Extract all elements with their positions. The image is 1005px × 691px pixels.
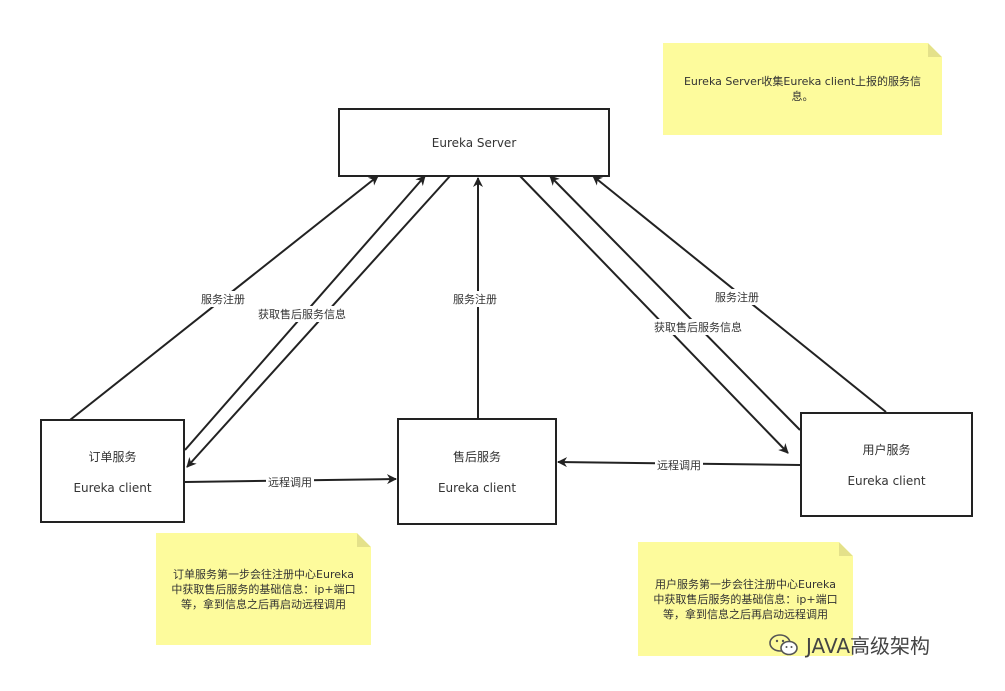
user-note: 用户服务第一步会往注册中心Eureka中获取售后服务的基础信息：ip+端口等，拿…	[638, 542, 853, 656]
eureka-server-node: Eureka Server	[338, 108, 610, 177]
user-service-client: Eureka client	[847, 474, 926, 488]
note-fold-icon	[357, 533, 371, 547]
aftersale-service-node: 售后服务 Eureka client	[397, 418, 557, 525]
server-note-text: Eureka Server收集Eureka client上报的服务信息。	[683, 75, 922, 103]
order-note: 订单服务第一步会往注册中心Eureka中获取售后服务的基础信息：ip+端口等，拿…	[156, 533, 371, 645]
aftersale-service-title: 售后服务	[452, 450, 501, 464]
label-aftersale-register: 服务注册	[451, 291, 499, 307]
label-order-fetch: 获取售后服务信息	[256, 306, 348, 322]
order-service-title: 订单服务	[88, 449, 137, 464]
user-note-text: 用户服务第一步会往注册中心Eureka中获取售后服务的基础信息：ip+端口等，拿…	[653, 577, 838, 621]
user-service-title: 用户服务	[862, 443, 911, 457]
eureka-server-label: Eureka Server	[431, 135, 517, 150]
label-user-rpc: 远程调用	[655, 457, 703, 473]
edge-user-fetch-up	[549, 175, 801, 431]
user-service-node: 用户服务 Eureka client	[800, 412, 973, 517]
aftersale-service-client: Eureka client	[437, 481, 517, 495]
label-user-fetch: 获取售后服务信息	[652, 319, 744, 335]
order-note-text: 订单服务第一步会往注册中心Eureka中获取售后服务的基础信息：ip+端口等，拿…	[171, 567, 356, 611]
label-order-register: 服务注册	[199, 291, 247, 307]
note-fold-icon	[839, 542, 853, 556]
note-fold-icon	[928, 43, 942, 57]
order-service-node: 订单服务 Eureka client	[40, 419, 185, 523]
server-note: Eureka Server收集Eureka client上报的服务信息。	[663, 43, 942, 135]
label-user-register: 服务注册	[713, 289, 761, 305]
label-order-rpc: 远程调用	[266, 474, 314, 490]
watermark-text: JAVA高级架构	[806, 634, 931, 658]
watermark: JAVA高级架构	[768, 630, 930, 659]
edge-user-fetch-down	[519, 175, 789, 454]
wechat-icon	[769, 633, 798, 655]
order-service-client: Eureka client	[73, 480, 152, 495]
